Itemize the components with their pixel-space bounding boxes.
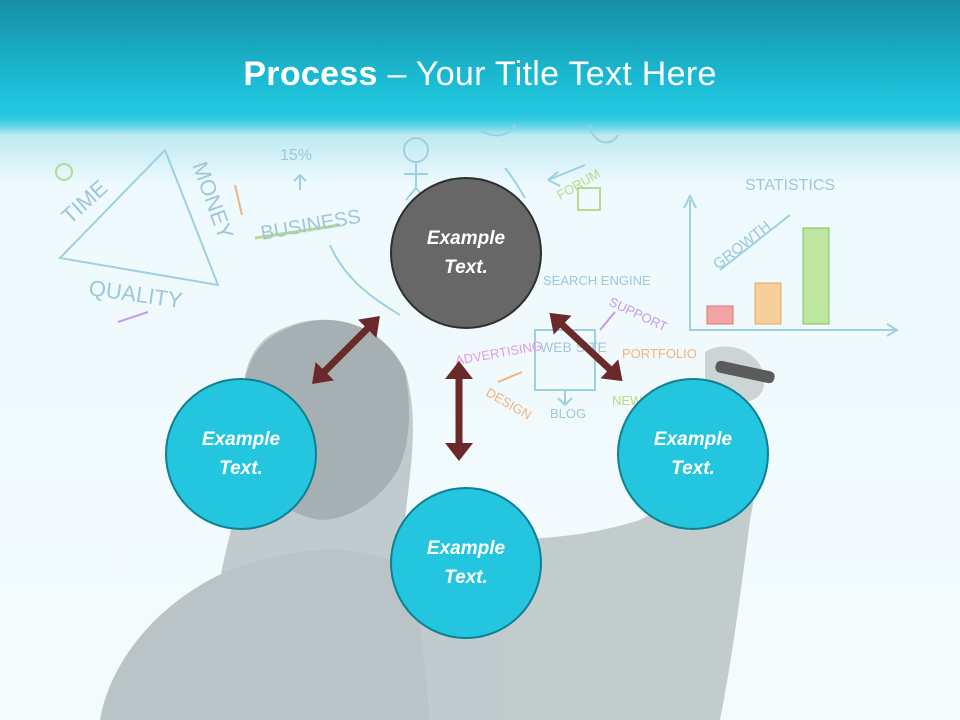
- slide-title: Process – Your Title Text Here: [0, 52, 960, 96]
- time-money-quality-triangle: [55, 148, 401, 323]
- sketch-money-label: MONEY: [187, 158, 238, 243]
- process-node-top[interactable]: Example Text.: [390, 177, 542, 329]
- node-right-text: Example Text.: [653, 429, 733, 479]
- node-bottom-text: Example Text.: [426, 538, 506, 588]
- arrow-vertical: [445, 361, 473, 461]
- statistics-sketch: STATISTICS GROWTH: [683, 177, 899, 337]
- arrow-top-left: [312, 316, 380, 384]
- node-top-text: Example Text.: [426, 228, 506, 278]
- process-node-bottom[interactable]: Example Text.: [390, 487, 542, 639]
- sketch-advertising-label: ADVERTISING: [454, 338, 543, 368]
- sketch-search-engine-label: SEARCH ENGINE: [543, 273, 651, 288]
- sketch-labels-left: TIME MONEY QUALITY BUSINESS 15%: [57, 147, 363, 313]
- title-separator: –: [377, 55, 416, 93]
- sketch-business-label: BUSINESS: [259, 206, 362, 245]
- title-bold: Process: [243, 55, 378, 93]
- node-left-text: Example Text.: [201, 429, 281, 479]
- sketch-growth-label: GROWTH: [710, 218, 774, 273]
- sketch-quality-label: QUALITY: [87, 275, 184, 313]
- process-node-left[interactable]: Example Text.: [165, 378, 317, 530]
- sketch-blog-label: BLOG: [550, 406, 586, 421]
- sketch-support-label: SUPPORT: [607, 294, 670, 334]
- sketch-design-label: DESIGN: [484, 385, 535, 423]
- sketch-time-label: TIME: [57, 175, 113, 229]
- process-arrows: [312, 312, 623, 461]
- sketch-center-top: [403, 124, 619, 211]
- sketch-statistics-label: STATISTICS: [745, 177, 835, 194]
- sketch-portfolio-label: PORTFOLIO: [622, 346, 697, 361]
- process-node-right[interactable]: Example Text.: [617, 378, 769, 530]
- title-text: Your Title Text Here: [415, 55, 717, 93]
- arrow-top-right: [549, 312, 623, 382]
- title-bar: [0, 0, 960, 135]
- sketch-percent-label: 15%: [280, 147, 312, 164]
